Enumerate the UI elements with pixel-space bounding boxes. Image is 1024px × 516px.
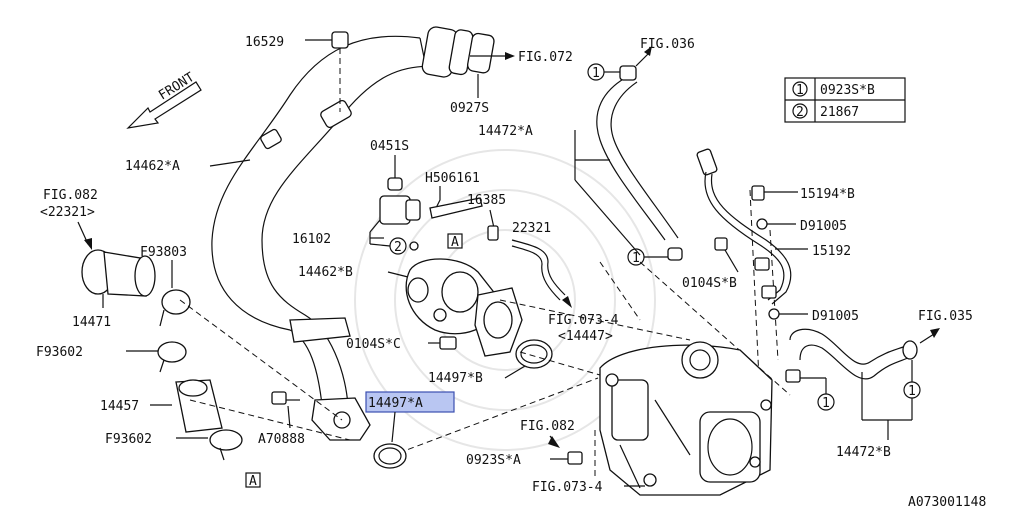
label-d91005-top: D91005 [800, 219, 847, 234]
label-14471: 14471 [72, 315, 111, 330]
label-h506161: H506161 [425, 171, 480, 186]
legend-num-1: 1 [796, 83, 804, 98]
label-22321: 22321 [512, 221, 551, 236]
plate-14447 [474, 287, 523, 357]
label-15192: 15192 [812, 244, 851, 259]
label-16102: 16102 [292, 232, 331, 247]
label-fig073-4-bot[interactable]: FIG.073-4 [532, 480, 603, 495]
pipe-15192 [696, 148, 792, 305]
front-label: FRONT [156, 70, 197, 104]
label-fig082-mid[interactable]: FIG.082 [520, 419, 575, 434]
legend-part-1: 0923S*B [820, 83, 875, 98]
label-0104sb: 0104S*B [682, 276, 737, 291]
label-f93602-top: F93602 [36, 345, 83, 360]
highlight-14497a[interactable] [365, 391, 455, 413]
label-14447-paren: <14447> [558, 329, 613, 344]
label-0927s: 0927S [450, 101, 489, 116]
label-0923sa: 0923S*A [466, 453, 521, 468]
circle-1-hose: 1 [632, 251, 640, 266]
label-fig036[interactable]: FIG.036 [640, 37, 695, 52]
circle-2: 2 [394, 240, 402, 255]
label-14472a: 14472*A [478, 124, 533, 139]
label-fig072[interactable]: FIG.072 [518, 50, 573, 65]
hose-14472b: FIG.035 [785, 309, 973, 383]
circle-1-left: 1 [822, 396, 830, 411]
label-14457: 14457 [100, 399, 139, 414]
front-arrow: FRONT [126, 70, 202, 129]
label-a70888: A70888 [258, 432, 305, 447]
label-14472b: 14472*B [836, 445, 891, 460]
label-22321-paren: <22321> [40, 205, 95, 220]
label-f93602-bot: F93602 [105, 432, 152, 447]
drawing-id: A073001148 [908, 495, 986, 510]
legend-part-2: 21867 [820, 105, 859, 120]
label-16529: 16529 [245, 35, 284, 50]
label-fig082-top[interactable]: FIG.082 [43, 188, 98, 203]
label-d91005-bot: D91005 [812, 309, 859, 324]
watermark [354, 149, 656, 451]
label-14497a[interactable]: 14497*A [368, 396, 423, 411]
intake-duct [211, 26, 495, 441]
circle-1-top: 1 [592, 66, 600, 81]
label-16385: 16385 [467, 193, 506, 208]
label-fig035[interactable]: FIG.035 [918, 309, 973, 324]
ref-a-bottom: A [249, 474, 257, 489]
hose-14472a: FIG.036 1 1 14472*A [478, 37, 695, 266]
clamp-f93803 [161, 289, 191, 315]
label-0104sc: 0104S*C [346, 337, 401, 352]
valve-14471 [81, 249, 156, 297]
legend-table: 1 0923S*B 2 21867 [784, 77, 906, 123]
label-14462b: 14462*B [298, 265, 353, 280]
label-0451s: 0451S [370, 139, 409, 154]
turbocharger [599, 341, 773, 496]
legend-num-2: 2 [796, 105, 804, 120]
label-f93803: F93803 [140, 245, 187, 260]
solenoid-16102: 2 16102 [292, 195, 421, 255]
ref-a-top: A [451, 235, 459, 250]
label-15194b: 15194*B [800, 187, 855, 202]
label-fig073-4-top[interactable]: FIG.073-4 [548, 313, 619, 328]
plug-16529: 16529 [245, 31, 349, 112]
coupling-14457 [175, 379, 223, 433]
label-14497b: 14497*B [428, 371, 483, 386]
circle-1-right: 1 [908, 384, 916, 399]
label-14462a: 14462*A [125, 159, 180, 174]
